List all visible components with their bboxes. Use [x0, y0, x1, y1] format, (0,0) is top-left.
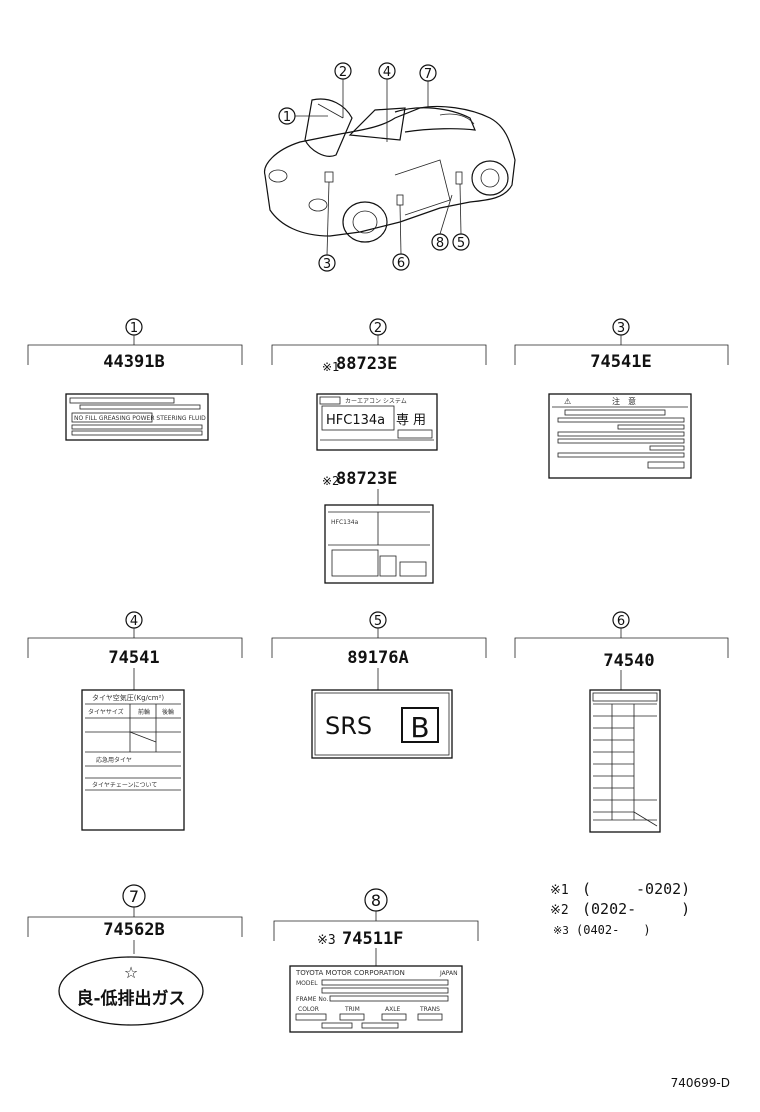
tire-pressure-header: タイヤ空気圧(Kg/cm²) [92, 693, 164, 702]
callout-3-text: 3 [323, 257, 331, 272]
callout-4-text: 4 [383, 65, 391, 80]
star-icon: ☆ [124, 963, 138, 982]
part-number-74562B: 74562B [103, 920, 164, 940]
label-74541: タイヤ空気圧(Kg/cm²) タイヤサイズ 前輪 後輪 応急用タイヤ タイヤチェ… [81, 689, 185, 831]
part-number-89176A: 89176A [347, 648, 408, 668]
hfc-label-text: HFC134a [326, 413, 385, 428]
car-illustration [264, 98, 516, 243]
color-label: COLOR [298, 1006, 319, 1013]
part-number-74541E: 74541E [590, 352, 651, 372]
label-88723E-b: HFC134a [324, 504, 434, 584]
frame-label: FRAME No. [296, 996, 328, 1003]
label-74541E: ⚠ 注 意 [548, 393, 692, 479]
svg-text:NO FILL GREASING POWER STEE: NO FILL GREASING POWER STEERING FLUID [74, 415, 206, 422]
mark-1: ※1 [322, 360, 339, 374]
section-1-number: 1 [130, 321, 138, 336]
section-5: 5 89176A SRS B [271, 611, 487, 759]
callout-8-text: 8 [436, 236, 444, 251]
part-number-74540: 74540 [603, 651, 654, 671]
section-1: 1 44391B NO FILL GREASING POWER STEERING… [27, 318, 243, 441]
caution-mark: ⚠ [564, 397, 571, 406]
note-2-text: (0202- ) [582, 900, 690, 918]
part-number-74511F: 74511F [342, 929, 403, 949]
section-8: 8 ※3 74511F TOYOTA MOTOR CORPORATION JAP… [273, 888, 479, 1033]
car-callouts: 1 2 4 7 3 6 8 5 [278, 62, 470, 272]
model-label: MODEL [296, 980, 318, 987]
section-5-number: 5 [374, 614, 382, 629]
figure-code: 740699-D [671, 1076, 730, 1090]
callout-2-text: 2 [339, 65, 347, 80]
tire-chain-label: タイヤチェーンについて [92, 781, 157, 789]
callout-6-text: 6 [397, 256, 405, 271]
label-74562B: ☆ 良-低排出ガス [58, 956, 204, 1026]
label-74540 [589, 689, 661, 833]
section-3: 3 74541E ⚠ 注 意 [514, 318, 729, 479]
label-74511F: TOYOTA MOTOR CORPORATION JAPAN MODEL FRA… [289, 965, 463, 1033]
section-2-number: 2 [374, 321, 382, 336]
srs-text: SRS [325, 712, 372, 740]
callout-1-text: 1 [283, 110, 291, 125]
section-6: 6 74540 [514, 611, 729, 833]
trim-label: TRIM [344, 1006, 360, 1013]
section-3-number: 3 [617, 321, 625, 336]
label-88723E-a: カーエアコン システム HFC134a 専用 [316, 393, 438, 451]
caution-heading: 注 意 [612, 396, 636, 406]
emission-text: 良-低排出ガス [76, 988, 185, 1009]
hfc-small-text: HFC134a [331, 519, 359, 526]
note-2-mark: ※2 [550, 903, 569, 918]
part-number-88723E-a: 88723E [336, 354, 397, 374]
section-8-number: 8 [371, 891, 381, 910]
mark-3: ※3 [317, 933, 336, 948]
part-number-88723E-b: 88723E [336, 469, 397, 489]
tire-front-label: 前輪 [138, 708, 150, 716]
note-3-text: (0402- ) [576, 923, 651, 937]
japan-label: JAPAN [439, 970, 458, 977]
svg-text:カーエアコン システム: カーエアコン システム [345, 398, 407, 405]
tire-spare-label: 応急用タイヤ [96, 756, 132, 764]
tire-size-label: タイヤサイズ [88, 708, 124, 716]
label-89176A: SRS B [311, 689, 453, 759]
notes: ※1 ( -0202) ※2 (0202- ) ※3 (0402- ) [550, 880, 690, 937]
section-7: 7 74562B ☆ 良-低排出ガス [27, 884, 243, 1026]
mark-2: ※2 [322, 474, 339, 488]
part-number-44391B: 44391B [103, 352, 164, 372]
tire-rear-label: 後輪 [162, 708, 174, 716]
section-6-number: 6 [617, 614, 625, 629]
trans-label: TRANS [419, 1006, 440, 1013]
callout-5-text: 5 [457, 236, 465, 251]
section-7-number: 7 [129, 887, 139, 906]
label-44391B: NO FILL GREASING POWER STEERING FLUID [65, 393, 209, 441]
section-4-number: 4 [130, 614, 138, 629]
note-1-mark: ※1 [550, 883, 569, 898]
axle-label: AXLE [385, 1006, 401, 1013]
hfc-kanji: 専用 [396, 413, 430, 428]
callout-7-text: 7 [424, 67, 432, 82]
section-2: 2 ※1 88723E カーエアコン システム HFC134a 専用 ※2 88… [271, 318, 487, 584]
note-3-mark: ※3 [553, 924, 569, 937]
toyota-line: TOYOTA MOTOR CORPORATION [295, 969, 405, 977]
srs-letter: B [410, 711, 429, 744]
section-4: 4 74541 タイヤ空気圧(Kg/cm²) タイヤサイズ 前輪 後輪 応急用タ… [27, 611, 243, 831]
part-number-74541: 74541 [108, 648, 159, 668]
note-1-text: ( -0202) [582, 880, 690, 898]
